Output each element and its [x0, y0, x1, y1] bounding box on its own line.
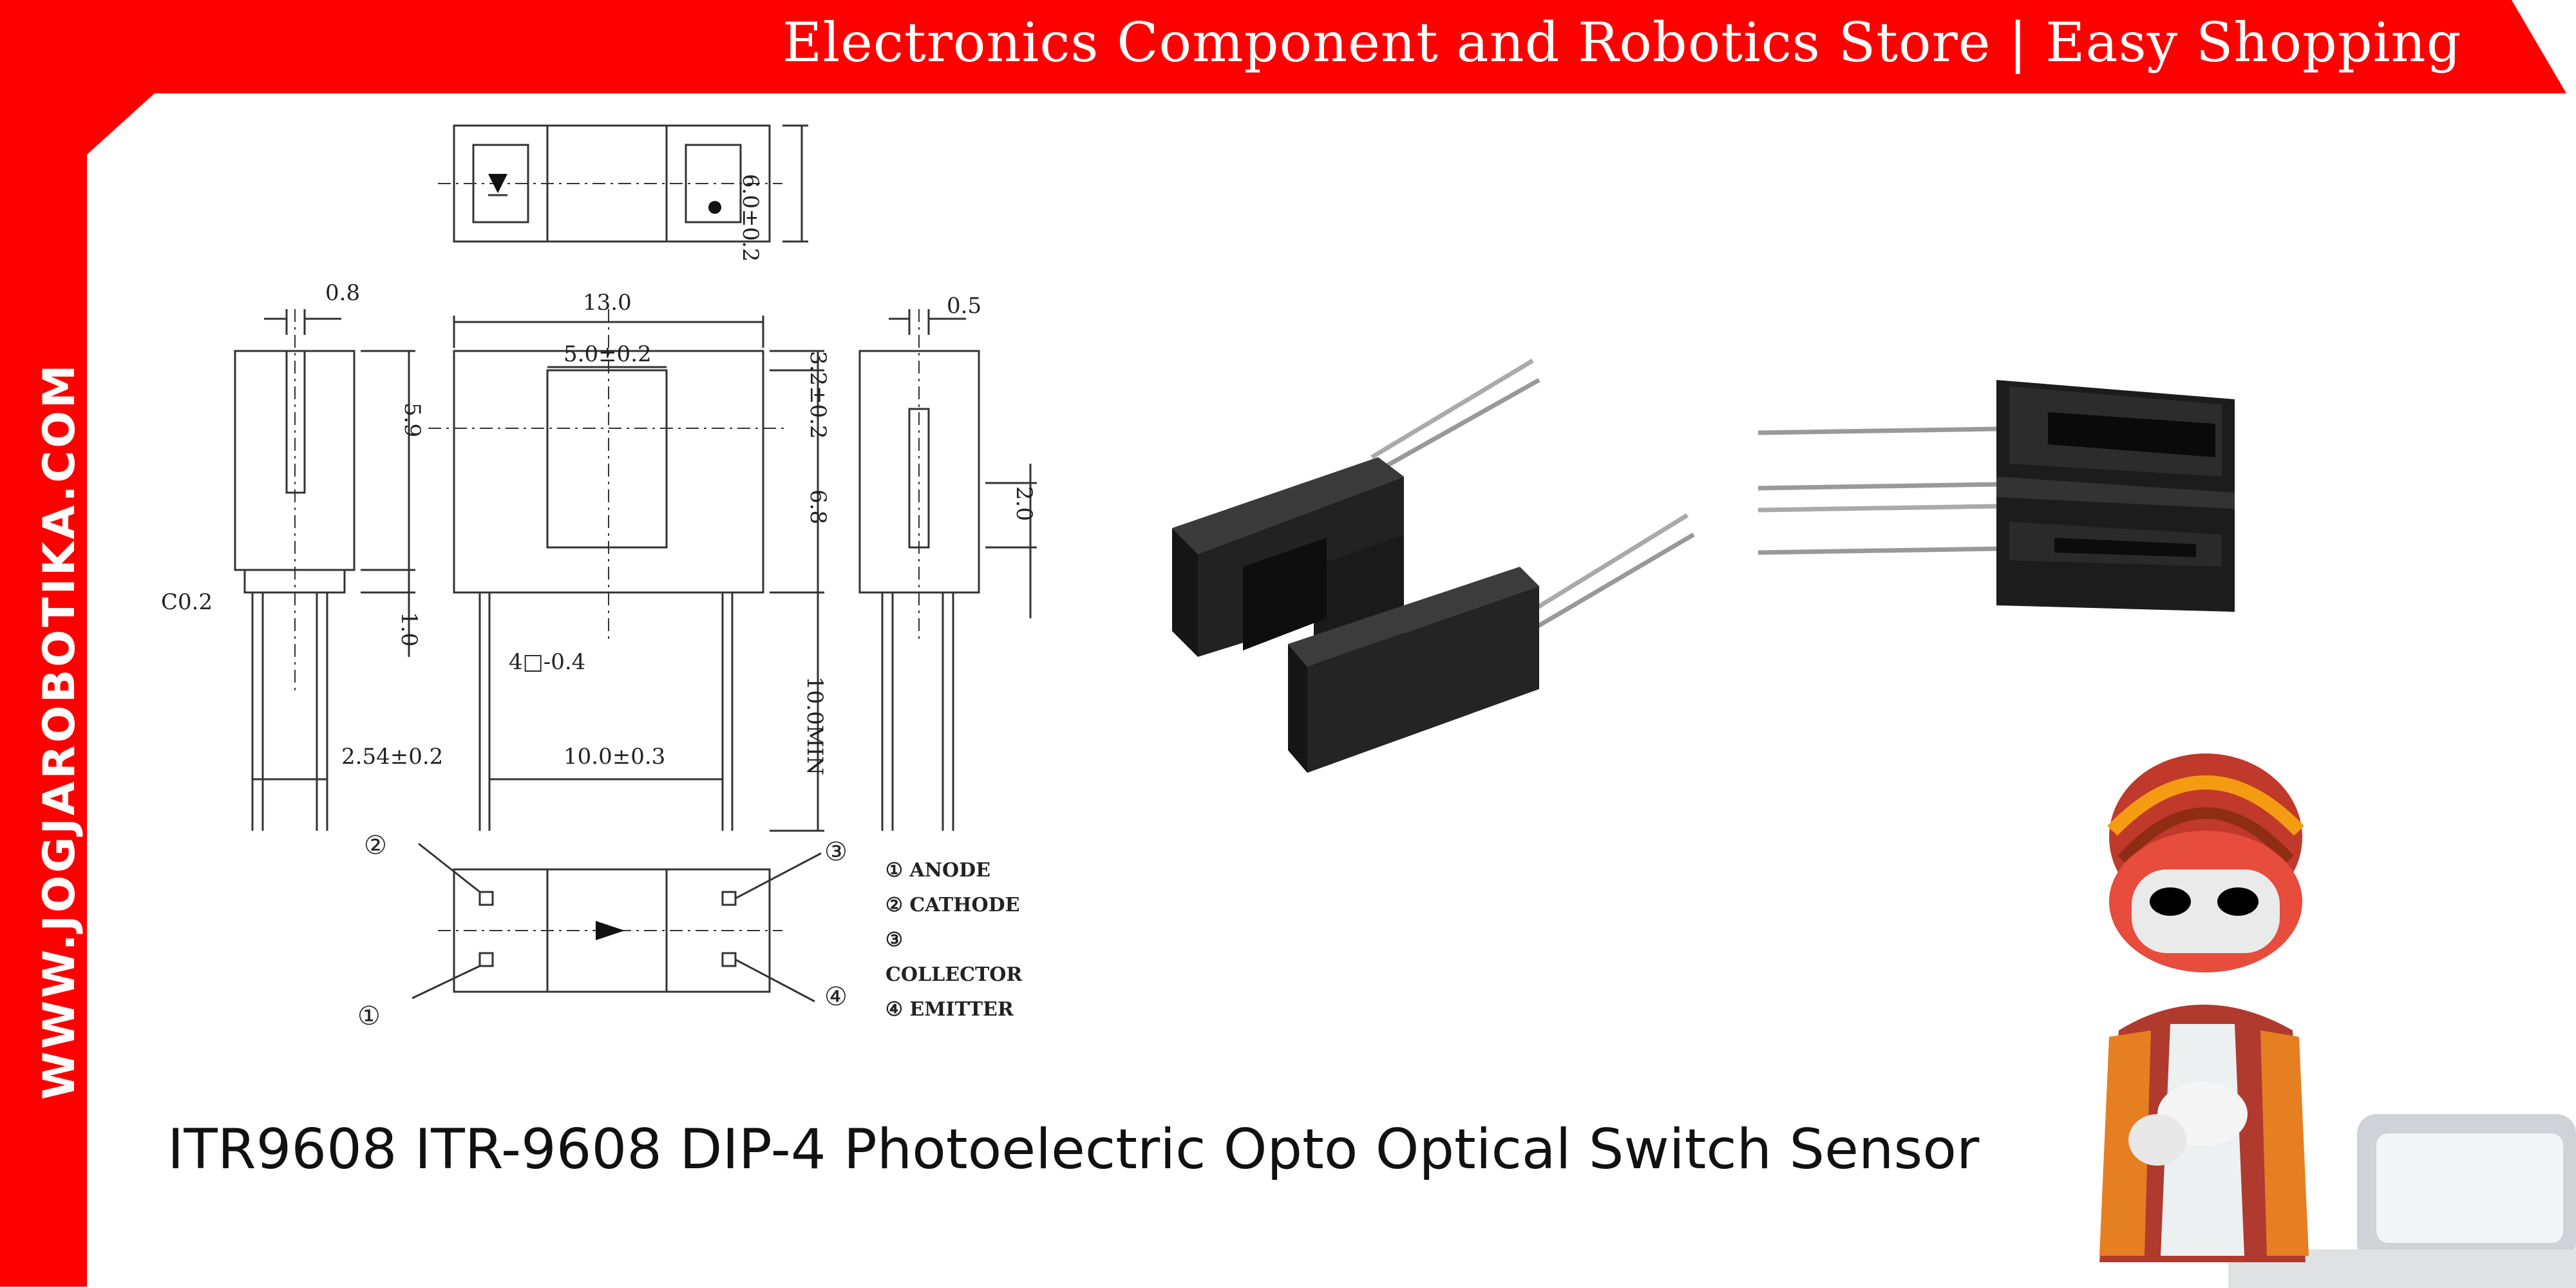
- dim-right-height: 2.0: [1011, 486, 1037, 522]
- sensor-photo-angled: [1172, 358, 1695, 773]
- dim-top-height: 6.0±0.2: [737, 174, 763, 262]
- dim-pin-square: 4□-0.4: [509, 649, 586, 675]
- pin-legend: ① ANODE ② CATHODE ③ COLLECTOR ④ EMITTER: [886, 853, 1022, 1027]
- pin-marker-3: ③: [824, 837, 848, 867]
- legend-anode: ① ANODE: [886, 859, 991, 882]
- dim-lead: 10.0MIN: [802, 676, 828, 775]
- technical-drawing: [234, 124, 1037, 1003]
- website-url: WWW.JOGJAROBOTIKA.COM: [34, 362, 85, 1100]
- dim-body-lower: 6.8: [805, 489, 831, 525]
- dim-chamfer: C0.2: [161, 589, 213, 615]
- pin-marker-4: ④: [824, 982, 848, 1012]
- dim-span: 10.0±0.3: [564, 744, 666, 770]
- dim-slot-width: 5.0±0.2: [564, 341, 652, 367]
- dim-pitch: 2.54±0.2: [341, 744, 444, 770]
- pin-marker-2: ②: [364, 831, 387, 860]
- product-title: ITR9608 ITR-9608 DIP-4 Photoelectric Opt…: [167, 1117, 1980, 1182]
- sensor-photo-side: [1757, 380, 2235, 612]
- dim-right-pin: 0.5: [947, 293, 982, 319]
- pin-marker-1: ①: [357, 1001, 381, 1031]
- legend-collector: ③ COLLECTOR: [886, 929, 1023, 986]
- dim-body-width: 13.0: [583, 290, 632, 316]
- legend-cathode: ② CATHODE: [886, 894, 1020, 916]
- banner-tagline: Electronics Component and Robotics Store…: [782, 11, 2462, 74]
- dim-slot-top: 3.2±0.2: [805, 351, 831, 439]
- mascot-robot: [2099, 753, 2576, 1288]
- dim-pin-width: 0.8: [325, 280, 361, 306]
- dim-side-height: 5.9: [399, 402, 425, 438]
- dim-base: 1.0: [396, 612, 422, 647]
- legend-emitter: ④ EMITTER: [886, 998, 1014, 1021]
